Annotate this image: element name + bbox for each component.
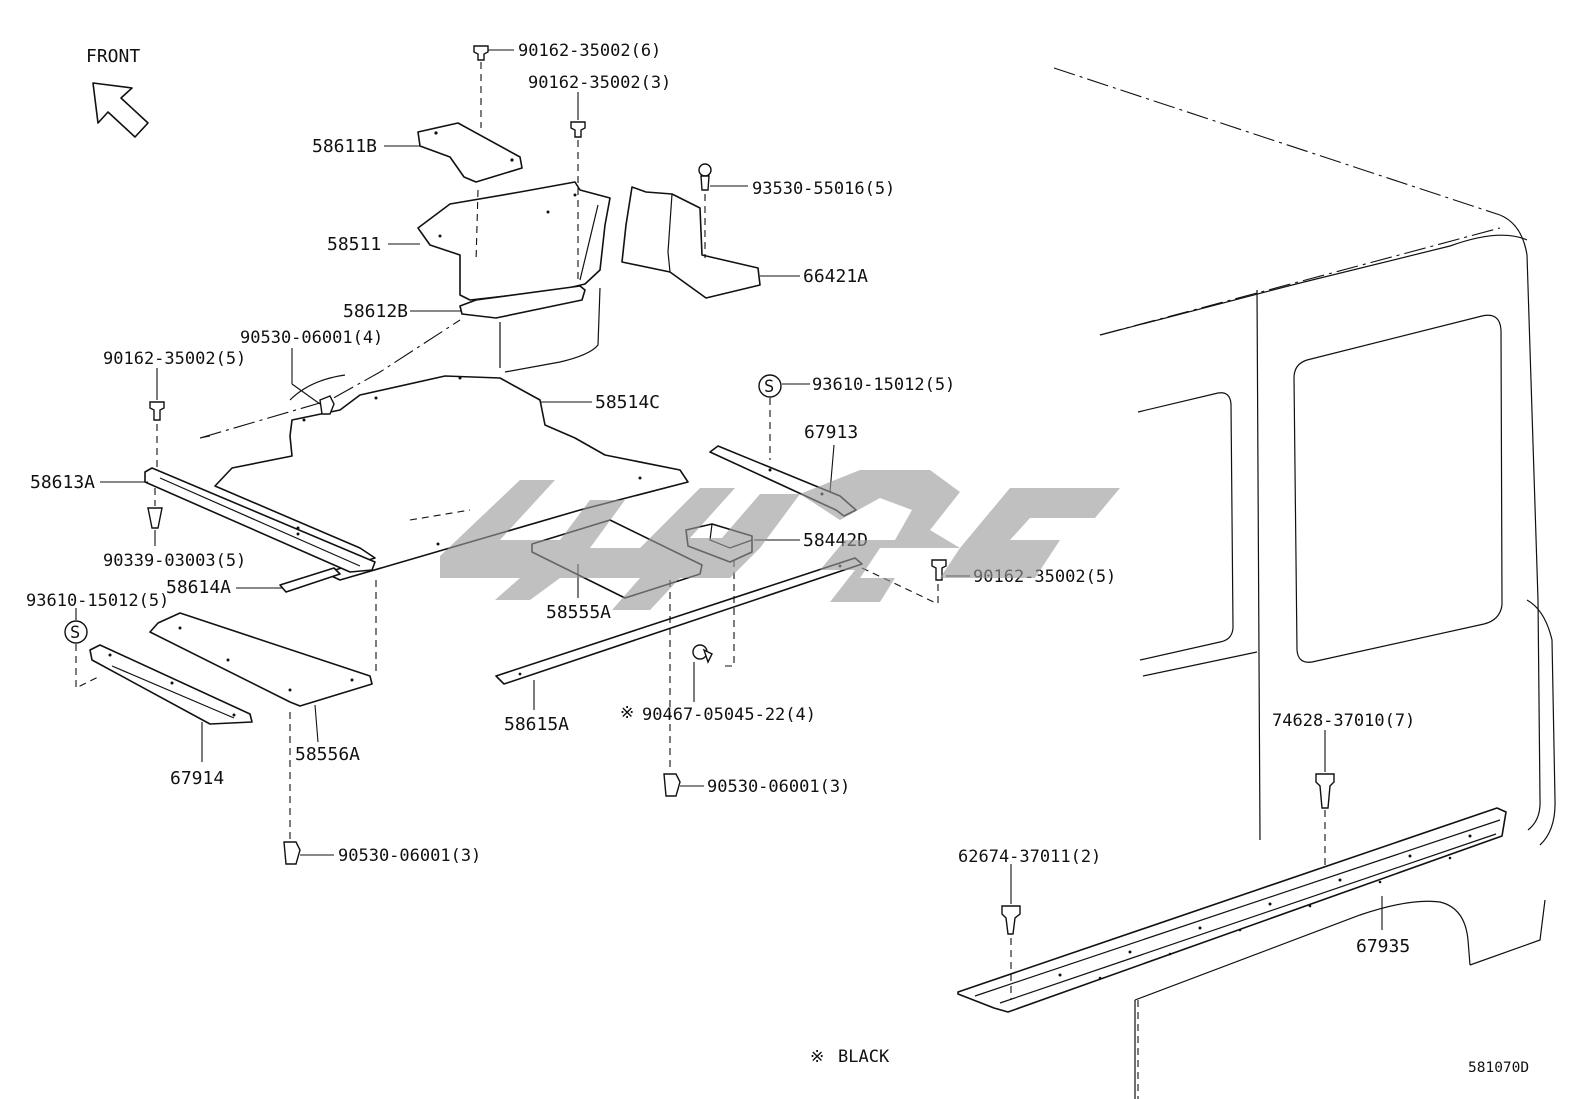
- fastener-93610-15012-5-upper: S 93610-15012(5): [758, 374, 955, 460]
- vehicle-body-outline: [1053, 67, 1556, 1099]
- s-symbol-left: S: [70, 623, 80, 643]
- label-90530-06001-3-center: 90530-06001(3): [707, 777, 850, 797]
- part-66421A: 66421A: [621, 186, 868, 299]
- rail-holes: [1058, 834, 1472, 980]
- part-58514C: 58514C: [214, 375, 689, 581]
- label-67913: 67913: [804, 422, 858, 443]
- label-58611B: 58611B: [312, 136, 377, 157]
- fastener-90162-35002-5-left: 90162-35002(5): [103, 349, 246, 470]
- label-90467-05045-22-4: 90467-05045-22(4): [642, 705, 816, 725]
- label-62674-37011-2: 62674-37011(2): [958, 847, 1101, 867]
- fastener-93610-15012-5-left: S 93610-15012(5): [26, 591, 169, 689]
- part-58611B: 58611B: [312, 122, 523, 183]
- note-symbol: ※: [810, 1047, 824, 1067]
- label-90162-35002-5-left: 90162-35002(5): [103, 349, 246, 369]
- part-58556A: 58556A: [149, 612, 373, 765]
- part-67935: 67935: [957, 807, 1507, 1013]
- label-67935: 67935: [1356, 936, 1410, 957]
- fastener-90467-05045-22-4: ※ 90467-05045-22(4): [620, 560, 816, 725]
- fastener-90530-06001-3-left: 90530-06001(3): [283, 712, 481, 866]
- part-58511: 58511: [327, 181, 611, 301]
- part-58612B: 58612B: [343, 285, 586, 322]
- fastener-90162-35002-6: 90162-35002(6): [473, 41, 661, 263]
- note-mark-f10: ※: [620, 703, 634, 723]
- label-58615A: 58615A: [504, 714, 569, 735]
- fastener-90339-03003-5: 90339-03003(5): [103, 488, 246, 571]
- label-58555A: 58555A: [546, 602, 611, 623]
- label-58612B: 58612B: [343, 301, 408, 322]
- floor-tunnel-outline: [199, 287, 601, 439]
- black-note: ※ BLACK: [810, 1047, 890, 1067]
- note-text: BLACK: [838, 1047, 890, 1067]
- watermark-logo: [440, 470, 1120, 610]
- fastener-90530-06001-4: 90530-06001(4): [240, 328, 383, 415]
- label-58613A: 58613A: [30, 472, 95, 493]
- label-58556A: 58556A: [295, 744, 360, 765]
- front-label: FRONT: [86, 46, 140, 67]
- front-direction-arrow: FRONT: [86, 46, 149, 138]
- part-58613A: 58613A: [30, 467, 376, 573]
- fastener-74628-37010-7: 74628-37010(7): [1272, 711, 1415, 870]
- label-93610-15012-5-upper: 93610-15012(5): [812, 375, 955, 395]
- label-74628-37010-7: 74628-37010(7): [1272, 711, 1415, 731]
- fastener-62674-37011-2: 62674-37011(2): [958, 847, 1101, 1000]
- fastener-90530-06001-3-center: 90530-06001(3): [663, 580, 850, 797]
- label-93610-15012-5-left: 93610-15012(5): [26, 591, 169, 611]
- label-58511: 58511: [327, 234, 381, 255]
- label-66421A: 66421A: [803, 266, 868, 287]
- part-58614A: 58614A: [166, 567, 341, 598]
- construction-lines: [199, 435, 471, 672]
- part-67914: 67914: [89, 644, 253, 789]
- fastener-90162-35002-3: 90162-35002(3): [528, 73, 671, 284]
- drawing-code: 581070D: [1468, 1060, 1529, 1076]
- label-90162-35002-6: 90162-35002(6): [518, 41, 661, 61]
- fastener-93530-55016-5: 93530-55016(5): [698, 163, 895, 258]
- label-90530-06001-3-left: 90530-06001(3): [338, 846, 481, 866]
- label-58614A: 58614A: [166, 577, 231, 598]
- label-67914: 67914: [170, 768, 224, 789]
- label-90339-03003-5: 90339-03003(5): [103, 551, 246, 571]
- s-symbol-upper: S: [764, 377, 774, 397]
- label-58514C: 58514C: [595, 392, 660, 413]
- label-90162-35002-3: 90162-35002(3): [528, 73, 671, 93]
- label-90530-06001-4: 90530-06001(4): [240, 328, 383, 348]
- label-93530-55016-5: 93530-55016(5): [752, 179, 895, 199]
